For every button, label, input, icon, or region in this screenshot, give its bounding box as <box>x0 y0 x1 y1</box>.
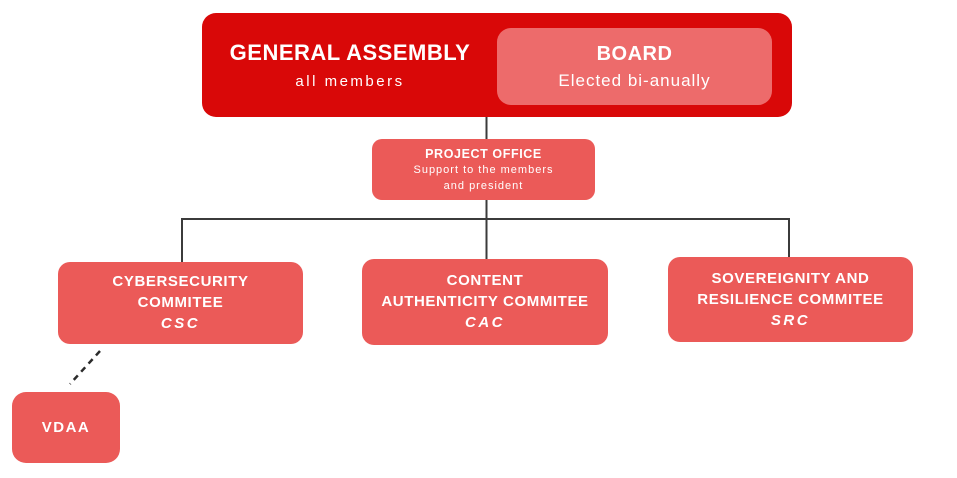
src-acronym: SRC <box>770 311 811 329</box>
csc-title-line2: COMMITEE <box>137 294 224 311</box>
board-subtitle: Elected bi-anually <box>558 70 711 90</box>
cac-title-line1: CONTENT <box>446 272 524 289</box>
general-assembly-title: GENERAL ASSEMBLY <box>229 40 471 65</box>
project-office-subtitle-line1: Support to the members <box>413 163 554 176</box>
board-title: BOARD <box>596 42 673 65</box>
project-office-box: PROJECT OFFICE Support to the members an… <box>372 139 595 200</box>
board-box: BOARD Elected bi-anually <box>497 28 772 105</box>
cac-acronym: CAC <box>465 314 505 331</box>
general-assembly-subtitle: all members <box>295 73 405 90</box>
cac-title-line2: AUTHENTICITY COMMITEE <box>381 293 589 310</box>
cybersecurity-committee-box: CYBERSECURITY COMMITEE CSC <box>58 262 303 344</box>
general-assembly-box: GENERAL ASSEMBLY all members BOARD Elect… <box>202 13 792 117</box>
project-office-subtitle-line2: and president <box>443 179 524 192</box>
dashed-connector-csc-vdaa <box>69 350 101 385</box>
vdaa-box: VDAA <box>12 392 120 463</box>
csc-title-line1: CYBERSECURITY <box>112 273 249 290</box>
src-title-line1: SOVEREIGNITY AND <box>711 269 870 287</box>
src-title-line2: RESILIENCE COMMITEE <box>697 290 884 308</box>
content-authenticity-committee-box: CONTENT AUTHENTICITY COMMITEE CAC <box>362 259 608 345</box>
project-office-title: PROJECT OFFICE <box>425 146 542 161</box>
vdaa-title: VDAA <box>41 419 91 436</box>
sovereignity-resilience-committee-box: SOVEREIGNITY AND RESILIENCE COMMITEE SRC <box>668 257 913 342</box>
csc-acronym: CSC <box>160 315 201 332</box>
general-assembly-text: GENERAL ASSEMBLY all members <box>202 13 498 117</box>
